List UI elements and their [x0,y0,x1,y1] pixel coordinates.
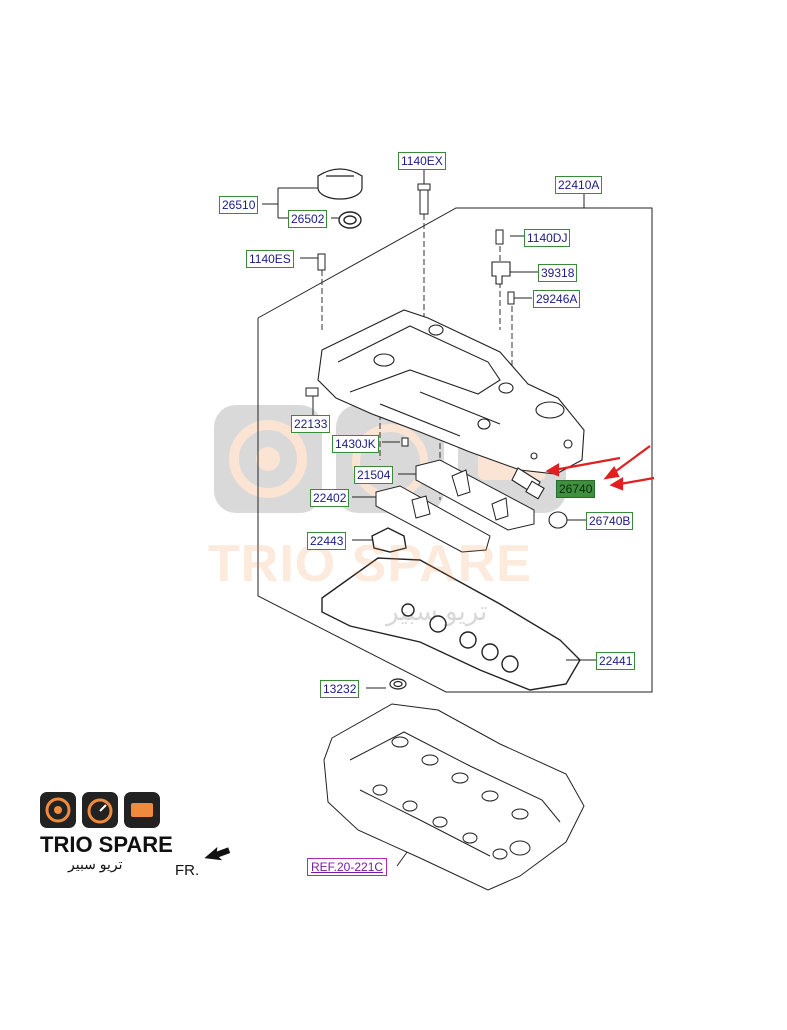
brand-logo-icons [40,792,160,828]
oil-cap-gasket [338,211,362,229]
watermark-arabic: تريو سبير [386,596,488,626]
oil-filler-cap [317,168,363,200]
part-label-26510[interactable]: 26510 [219,196,259,214]
part-label-39318[interactable]: 39318 [538,264,578,282]
assembly-outline [257,207,653,693]
brand-name: TRIO SPARE [40,832,173,857]
front-arrow-icon [204,847,231,861]
part-label-22133[interactable]: 22133 [291,415,331,433]
part-label-22443[interactable]: 22443 [307,532,347,550]
front-direction-label: FR. [175,862,200,879]
part-label-13232[interactable]: 13232 [320,680,360,698]
part-label-26740[interactable]: 26740 [556,480,596,498]
head-cover-gasket [321,557,581,691]
watermark-text: TRIO SPARE [208,535,532,593]
washer [389,678,407,690]
part-label-1140ex[interactable]: 1140EX [398,152,446,170]
part-label-1140es[interactable]: 1140ES [246,250,294,268]
camshaft-sensor [491,261,511,285]
part-label-22410a[interactable]: 22410A [555,176,603,194]
part-label-21504[interactable]: 21504 [354,466,394,484]
part-label-22441[interactable]: 22441 [596,652,636,670]
spark-plug-gasket [371,527,407,553]
part-label-26740b[interactable]: 26740B [586,512,634,530]
part-label-1430jk[interactable]: 1430JK [332,435,379,453]
part-label-1140dj[interactable]: 1140DJ [524,229,571,247]
reference-link[interactable]: REF.20-221C [307,858,388,876]
baffle-22402 [375,485,491,553]
part-label-22402[interactable]: 22402 [310,489,350,507]
cylinder-head [323,703,585,891]
baffle-plate [415,459,535,531]
highlight-arrows [545,445,655,491]
part-label-26502[interactable]: 26502 [288,210,328,228]
part-label-29246a[interactable]: 29246A [533,290,581,308]
oil-control-valve [511,467,568,529]
brand-arabic-name: تريو سبير [68,856,123,872]
